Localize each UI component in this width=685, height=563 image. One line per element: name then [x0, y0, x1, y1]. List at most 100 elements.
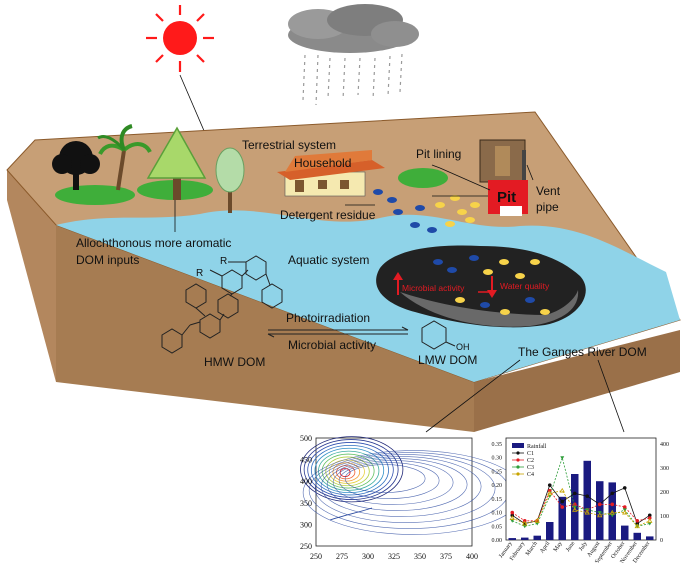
- eem-contour-tail: [332, 460, 454, 505]
- pipe-label: pipe: [536, 200, 559, 214]
- series-point-c1: [547, 483, 552, 487]
- left-tick: 0.20: [492, 483, 503, 489]
- eem-x-tick: 400: [466, 552, 478, 561]
- sun-to-land-line: [179, 74, 209, 141]
- ganges-label: The Ganges River DOM: [518, 345, 647, 359]
- vent-label: Vent: [536, 184, 561, 198]
- left-tick: 0.00: [492, 538, 503, 544]
- rainfall-bar: [508, 538, 516, 540]
- pit-base: [500, 206, 522, 216]
- eem-y-tick: 400: [300, 477, 312, 486]
- eem-x-tick: 375: [440, 552, 452, 561]
- house-roof-top: [285, 150, 372, 172]
- rain-cloud: [288, 4, 419, 106]
- oh-label: OH: [456, 342, 470, 352]
- terrestrial-label: Terrestrial system: [242, 138, 336, 152]
- equilibrium-arrows: [267, 326, 409, 338]
- dom-inputs-label: DOM inputs: [76, 253, 139, 267]
- series-point-c4: [534, 517, 540, 523]
- lmw-label: LMW DOM: [418, 353, 477, 367]
- legend-label-rainfall: Rainfall: [527, 443, 547, 450]
- left-tick: 0.30: [492, 456, 503, 462]
- series-point-c4: [547, 490, 553, 496]
- aquatic-label: Aquatic system: [288, 253, 369, 267]
- eem-contour-ring: [336, 465, 356, 480]
- right-tick: 200: [660, 490, 669, 496]
- plume-shade: [400, 290, 579, 327]
- legend-label-c3: C3: [527, 465, 534, 471]
- land-particles: [373, 189, 480, 233]
- eem-y-tick: 500: [300, 434, 312, 443]
- eem-x-tick: 300: [362, 552, 374, 561]
- rainfall-bar: [646, 536, 654, 540]
- legend-marker-c4: [516, 472, 520, 476]
- eem-x-tick: 275: [336, 552, 348, 561]
- dark-tree: [52, 141, 100, 190]
- pit-latrine: Pit: [479, 139, 528, 216]
- left-tick: 0.25: [492, 469, 503, 475]
- right-tick: 0: [660, 538, 663, 544]
- detergent-label: Detergent residue: [280, 208, 376, 222]
- month-tick: March: [525, 541, 539, 557]
- right-tick: 300: [660, 466, 669, 472]
- household-label: Household: [294, 156, 351, 170]
- series-point-c2: [597, 502, 602, 507]
- left-tick: 0.05: [492, 524, 503, 530]
- legend-label-c2: C2: [527, 458, 534, 464]
- eem-contour-ring: [310, 444, 389, 496]
- legend-marker-c1: [516, 451, 520, 455]
- household: [277, 150, 385, 197]
- series-point-c1: [610, 491, 615, 496]
- monthly-chart: 0.350.300.250.200.150.100.050.00 4003002…: [492, 437, 669, 563]
- big-tree: [146, 126, 207, 200]
- right-tick: 100: [660, 514, 669, 520]
- series-point-c2: [635, 519, 640, 523]
- rainfall-bar: [583, 460, 591, 540]
- water-quality-label: Water quality: [500, 281, 550, 291]
- rainfall-bar: [596, 481, 604, 540]
- series-point-c4: [559, 487, 565, 493]
- slab-front: [56, 225, 474, 432]
- legend-marker-c3: [516, 465, 520, 469]
- month-tick: May: [553, 541, 564, 553]
- latrine-door: [495, 146, 510, 176]
- sun-rays: [146, 5, 214, 72]
- eem-contour-ring: [325, 456, 370, 487]
- series-point-c1: [585, 494, 590, 498]
- series-line-c4: [512, 490, 650, 527]
- series-point-c1: [560, 499, 565, 504]
- eem-contour-ring: [300, 436, 404, 503]
- rainfall-bar: [546, 522, 554, 540]
- series-point-c2: [560, 505, 565, 509]
- sun-disc: [163, 21, 197, 55]
- eem-contour-lower: [329, 507, 373, 521]
- series-point-c3: [560, 456, 565, 460]
- series-point-c3: [535, 522, 540, 526]
- series-line-c3: [512, 456, 650, 527]
- series-point-c3: [647, 522, 652, 526]
- legend-label-c1: C1: [527, 451, 534, 457]
- house-roof: [277, 160, 385, 180]
- series-point-c1: [647, 513, 652, 518]
- left-tick: 0.10: [492, 511, 503, 517]
- eem-x-tick: 325: [388, 552, 400, 561]
- eem-y-tick: 350: [300, 499, 312, 508]
- series-point-c3: [510, 519, 515, 523]
- series-point-c4: [572, 507, 578, 512]
- eem-contour-ring: [328, 459, 365, 484]
- series-line-c1: [512, 484, 650, 525]
- left-axis-ticks: 0.350.300.250.200.150.100.050.00: [492, 442, 503, 544]
- rainfall-bar: [533, 535, 541, 540]
- pit-lining-label: Pit lining: [416, 147, 461, 161]
- series-point-c4: [597, 512, 603, 518]
- r-label-1: R: [196, 268, 203, 279]
- month-tick: April: [539, 540, 551, 554]
- eem-y-tick: 250: [300, 542, 312, 551]
- eem-contour-tail: [314, 454, 496, 523]
- series-point-c4: [584, 509, 590, 515]
- eem-y-tick: 300: [300, 520, 312, 529]
